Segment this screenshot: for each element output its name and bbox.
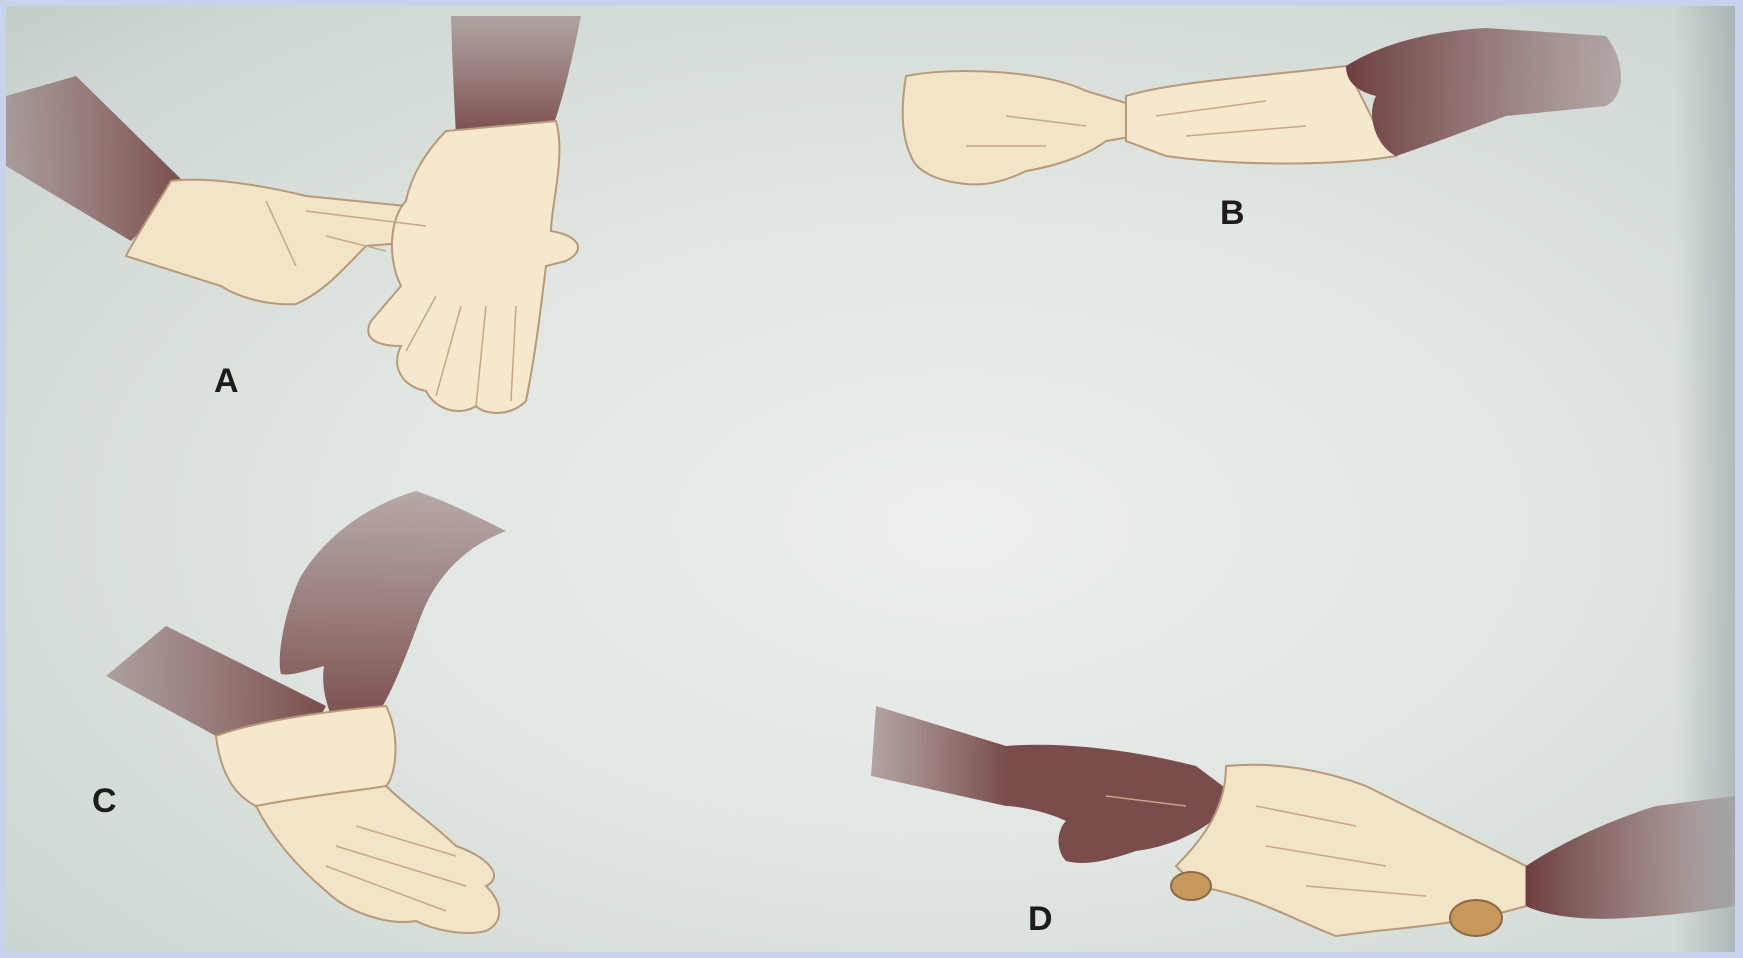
panel-d-left-forearm: [871, 706, 1006, 806]
panel-c-drawing: [106, 491, 506, 933]
panel-a-right-gloved-hand: [368, 121, 578, 413]
panel-d-right-bare-hand: [1526, 796, 1735, 919]
panel-label-c: C: [92, 784, 117, 818]
panel-b-right-bare-hand: [1346, 28, 1621, 156]
panel-c-right-bare-hand: [280, 491, 506, 726]
panel-b-drawing: [903, 28, 1621, 184]
panel-d-glove-finger-tip-2: [1450, 900, 1502, 936]
panel-d-drawing: [871, 706, 1735, 936]
panel-a-drawing: [6, 16, 581, 413]
panel-label-d: D: [1028, 902, 1053, 936]
panel-b-left-gloved-hand: [903, 71, 1151, 184]
illustration-frame: A B C D: [6, 6, 1735, 952]
panel-label-b: B: [1220, 196, 1245, 230]
panel-label-a: A: [214, 364, 239, 398]
panel-a-right-forearm: [451, 16, 581, 136]
glove-removal-illustration: [6, 6, 1735, 952]
panel-a-left-gloved-hand: [126, 180, 436, 305]
panel-d-glove-finger-tip-1: [1171, 872, 1211, 900]
